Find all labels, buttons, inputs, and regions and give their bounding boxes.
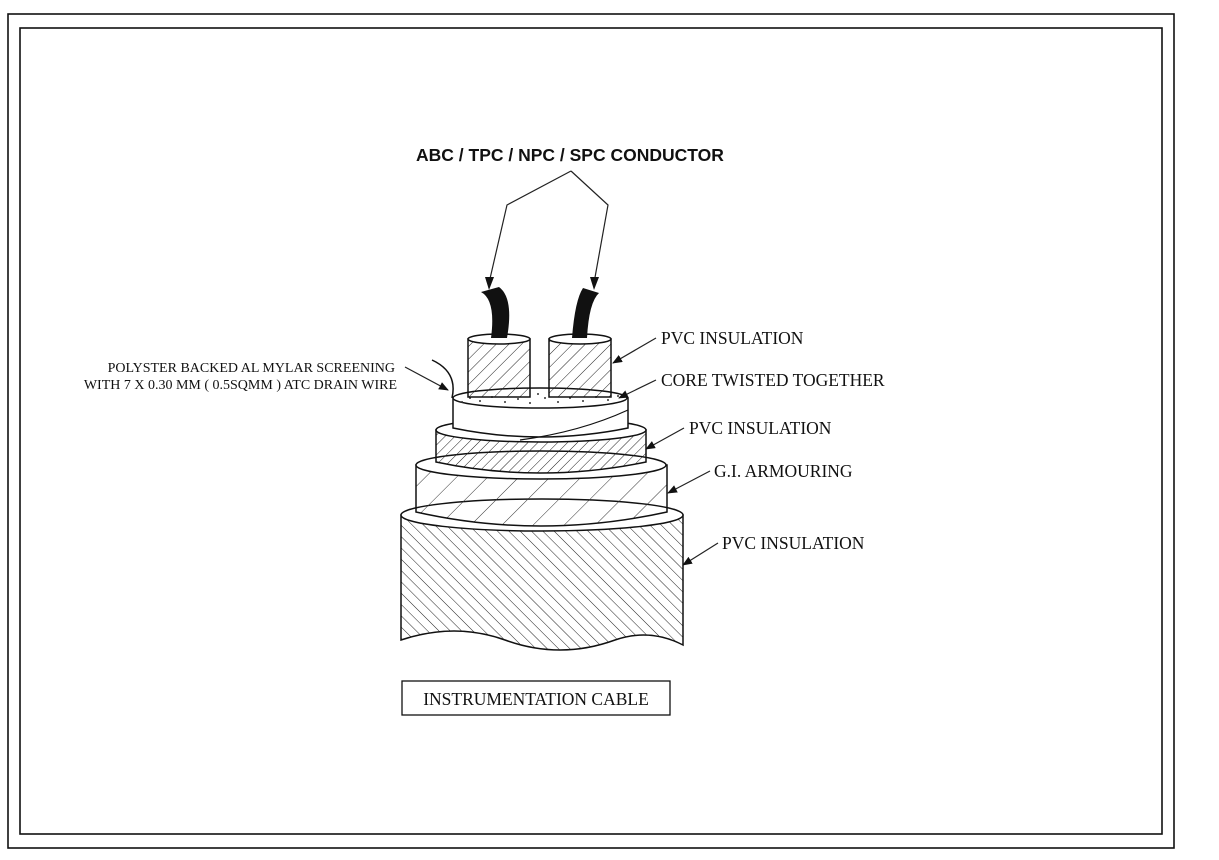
core-left <box>467 333 531 398</box>
title-box <box>401 680 671 716</box>
outer-sheath-label: PVC INSULATION <box>722 533 865 553</box>
inner-sheath-label: PVC INSULATION <box>689 418 832 438</box>
drawing-title: INSTRUMENTATION CABLE <box>423 689 649 709</box>
outer-border <box>7 13 1175 849</box>
screen-label-line2: WITH 7 X 0.30 MM ( 0.5SQMM ) ATC DRAIN W… <box>84 378 397 393</box>
conductor-leaders <box>488 170 609 284</box>
core-right <box>548 333 612 398</box>
conductor-left <box>481 287 510 338</box>
armour-label: G.I. ARMOURING <box>714 461 853 481</box>
conductor-right <box>572 288 599 338</box>
inner-border <box>19 27 1163 835</box>
callout-leaders <box>404 337 719 566</box>
drain-wire <box>431 359 454 399</box>
conductor-label: ABC / TPC / NPC / SPC CONDUCTOR <box>416 145 724 165</box>
twisted-label: CORE TWISTED TOGETHER <box>661 370 885 390</box>
core-insulation-label: PVC INSULATION <box>661 328 804 348</box>
screen-label-line1: POLYSTER BACKED AL MYLAR SCREENING <box>108 361 395 376</box>
